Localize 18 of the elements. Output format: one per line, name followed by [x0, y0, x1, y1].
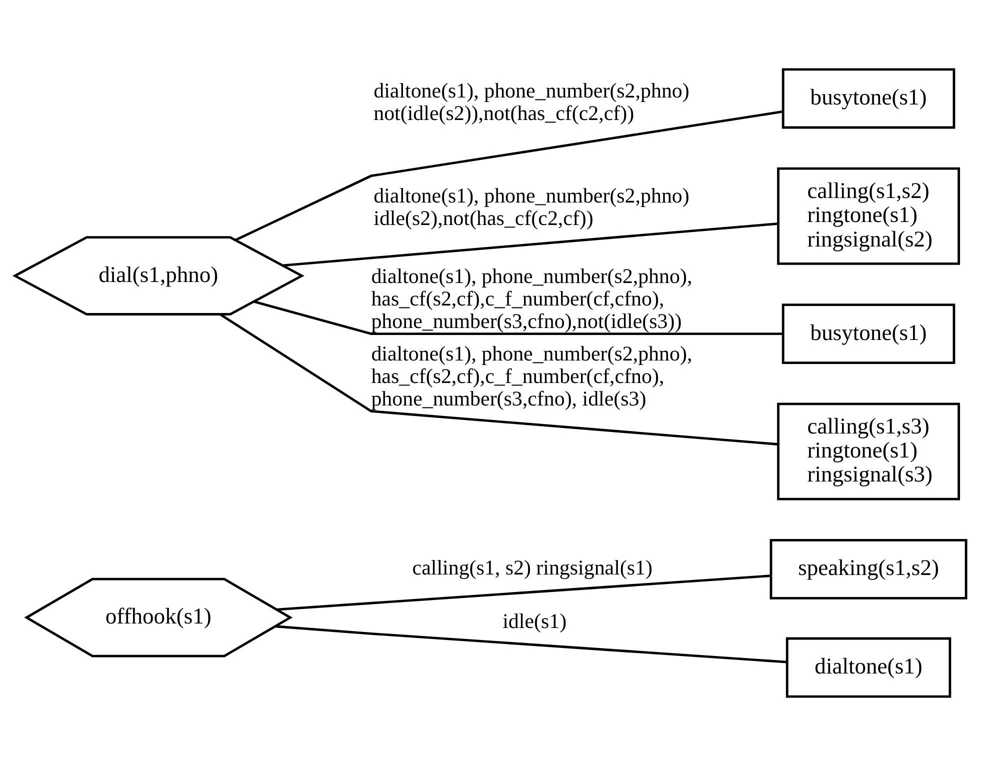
edge-label: idle(s1) — [502, 608, 567, 632]
edge-label: dialtone(s1), phone_number(s2,phno) not(idle(s2)),not(has_cf(c2,cf)) — [374, 78, 690, 125]
node-box: busytone(s1) — [782, 303, 956, 364]
connector — [283, 222, 778, 266]
node-box: busytone(s1) — [782, 68, 956, 128]
connector — [254, 300, 783, 335]
edge-label: calling(s1, s2) ringsignal(s1) — [412, 555, 652, 580]
node-box: calling(s1,s2) ringtone(s1) ringsignal(s2) — [777, 166, 960, 264]
connector — [235, 110, 783, 241]
node-box: speaking(s1,s2) — [770, 538, 968, 599]
node-box: dialtone(s1) — [786, 636, 952, 698]
edge-label: dialtone(s1), phone_number(s2,phno), has_cf(s2,cf),c_f_number(cf,cfno), phone_number(s3,cfno),not(idle(s3)) — [371, 263, 692, 333]
node-box: calling(s1,s3) ringtone(s1) ringsignal(s3) — [777, 402, 960, 500]
connector — [219, 312, 778, 445]
connector — [275, 624, 787, 663]
connector — [276, 574, 771, 610]
edge-label: dialtone(s1), phone_number(s2,phno) idle(s2),not(has_cf(c2,cf)) — [374, 182, 690, 230]
edge-label: dialtone(s1), phone_number(s2,phno), has_cf(s2,cf),c_f_number(cf,cfno), phone_number(s3,cfno), idle(s3) — [371, 340, 692, 410]
